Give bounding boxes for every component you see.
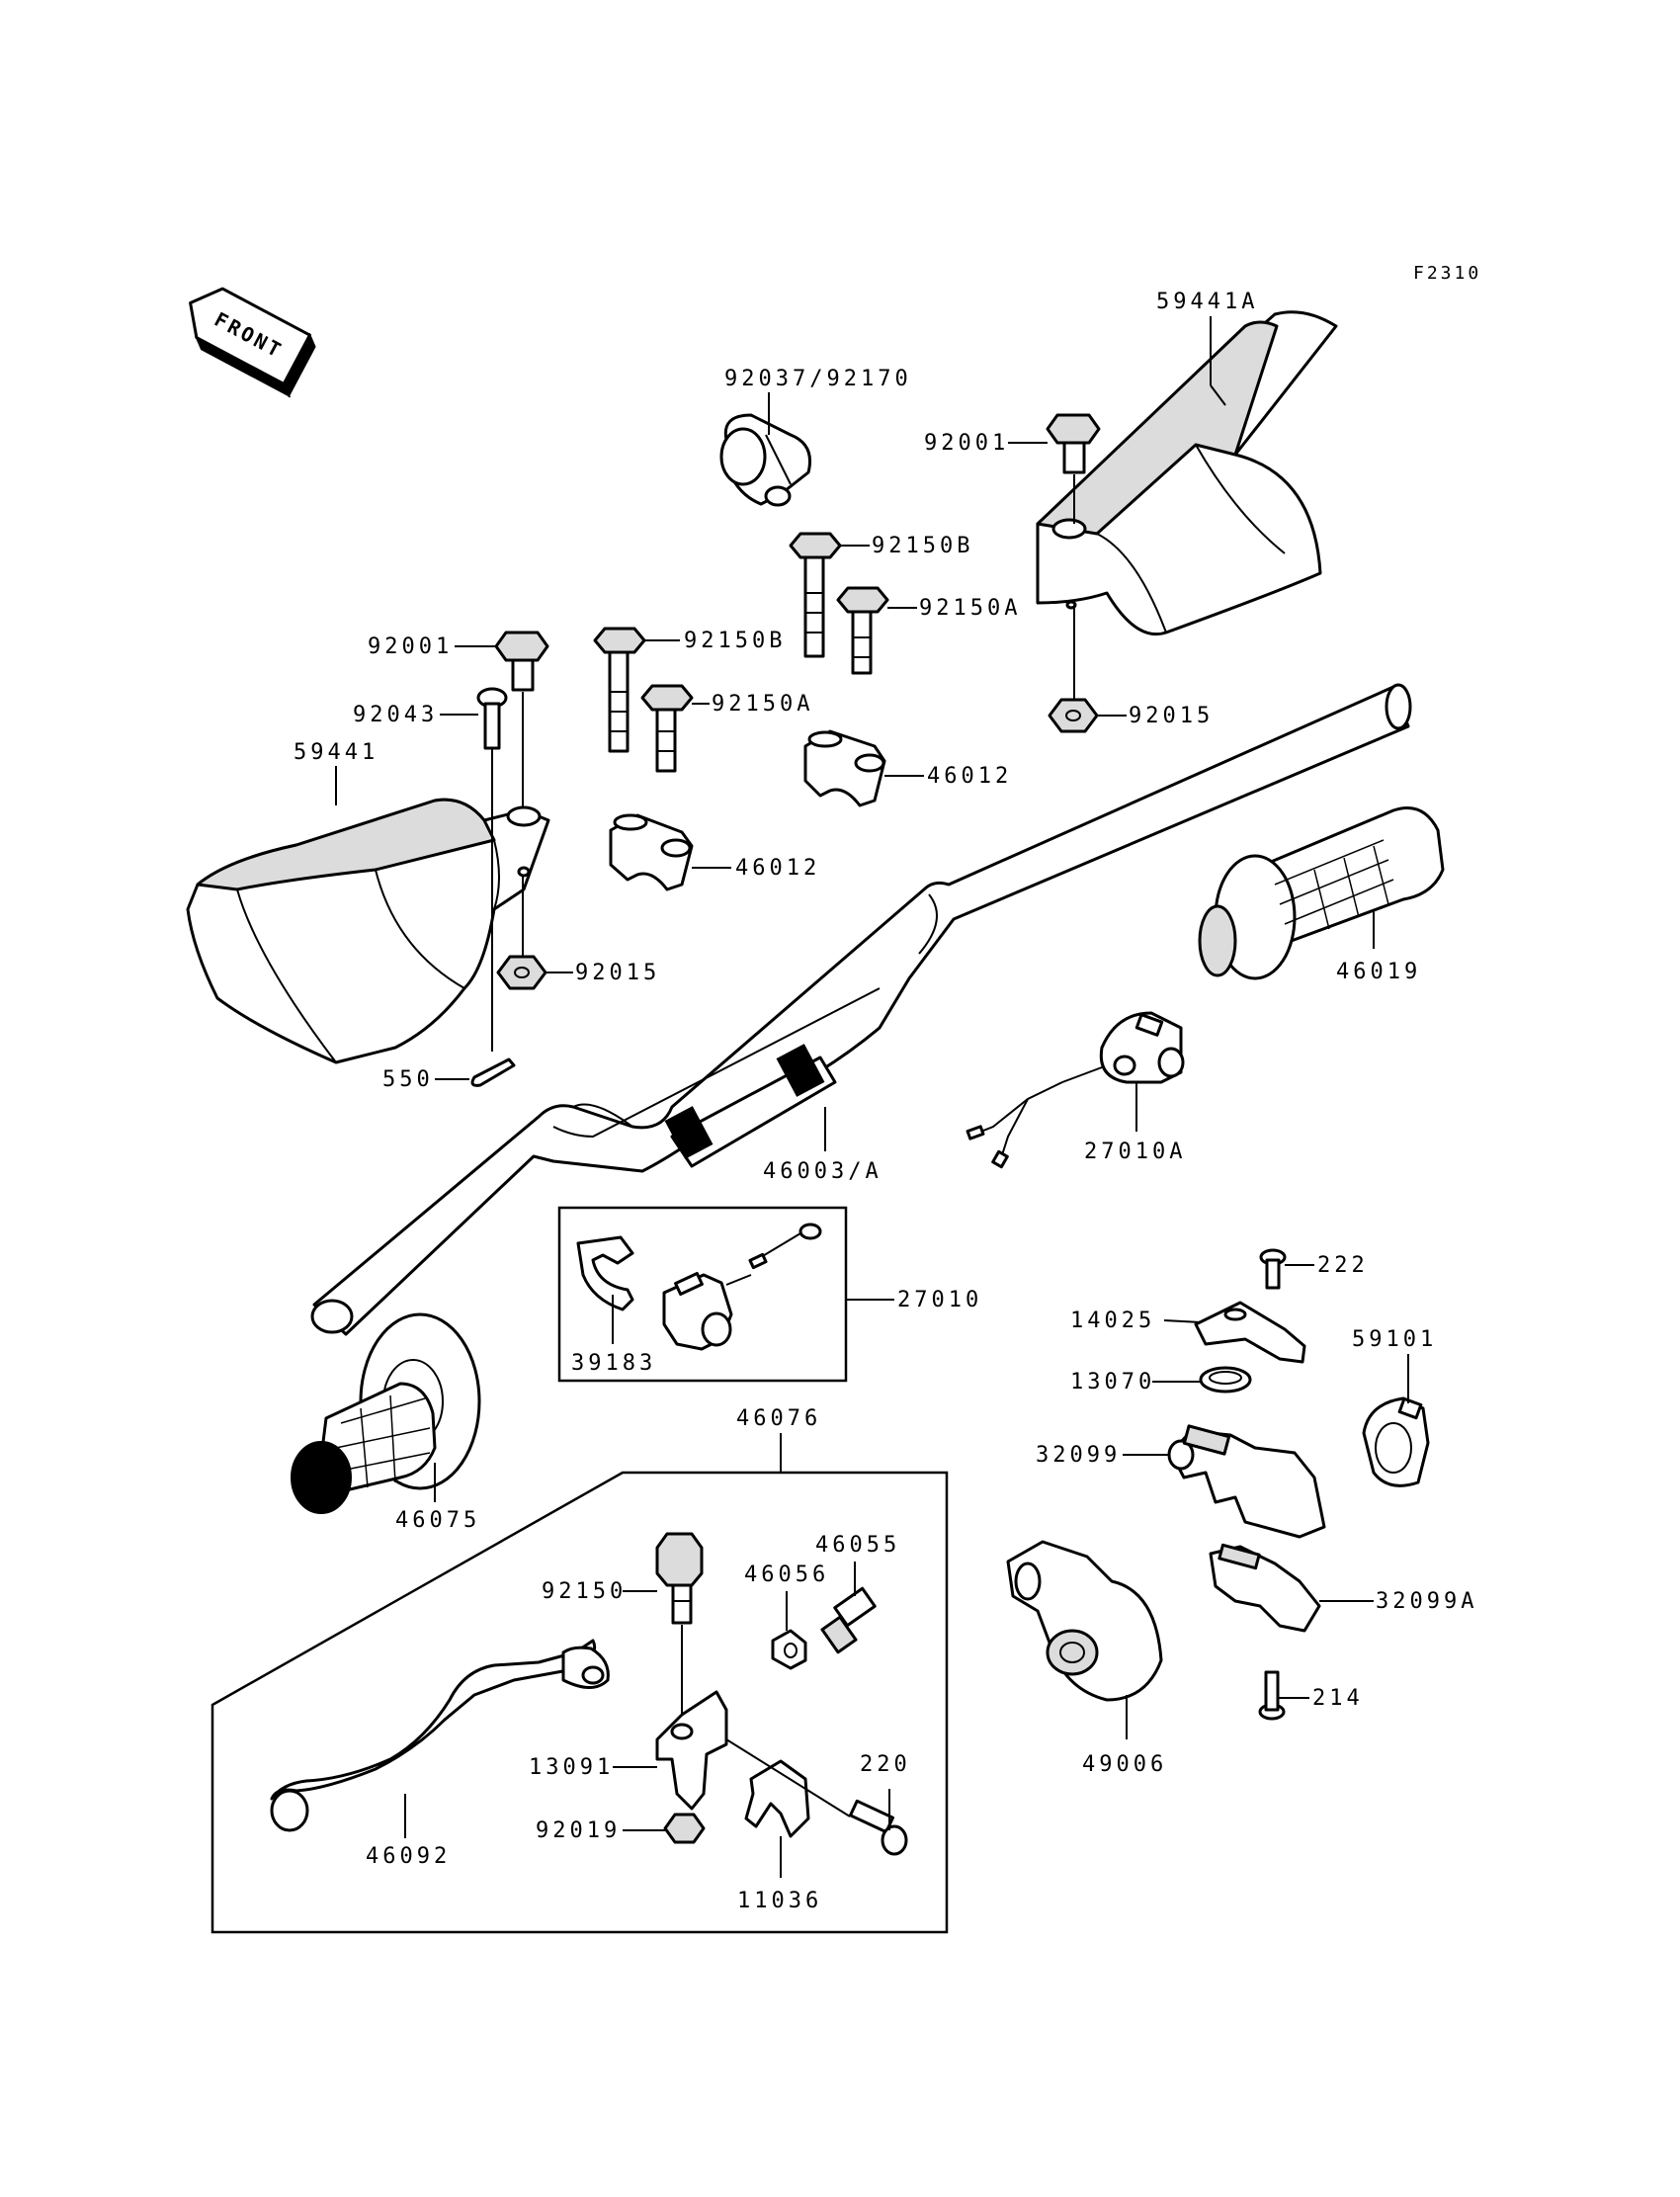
clamp-11036 [744, 1759, 810, 1838]
right-hand-guard [1036, 310, 1338, 636]
part-labels: 59441A 92037/92170 92001 92150B 92150A 9… [294, 290, 1477, 1913]
label-46012-top: 46012 [927, 764, 1012, 789]
label-46003-A: 46003/A [763, 1159, 882, 1184]
label-550: 550 [382, 1067, 434, 1092]
label-11036: 11036 [737, 1889, 822, 1913]
label-39183: 39183 [571, 1351, 656, 1376]
throttle-housing-32099 [1167, 1424, 1326, 1539]
label-46075: 46075 [395, 1508, 480, 1533]
left-grip-46075 [291, 1312, 481, 1514]
bolt-92001-left [494, 631, 549, 692]
cotter-pin-550 [470, 1057, 516, 1087]
label-92001-left: 92001 [368, 634, 453, 659]
bolt-92150B-top [789, 532, 842, 658]
switch-27010 [662, 1223, 822, 1351]
label-27010A: 27010A [1084, 1140, 1186, 1164]
cover-14025 [1194, 1301, 1306, 1364]
box-27010 [557, 1206, 848, 1383]
label-92015-top: 92015 [1129, 704, 1214, 728]
box-46076 [210, 1471, 949, 1934]
bolt-92150A-top [836, 586, 889, 675]
label-92015-left: 92015 [575, 961, 660, 985]
bolt-92150 [655, 1532, 704, 1625]
kill-switch-27010A [966, 1011, 1185, 1169]
label-13091: 13091 [529, 1755, 614, 1780]
label-46055: 46055 [815, 1533, 900, 1558]
label-92150A-left: 92150A [712, 692, 813, 717]
label-92019: 92019 [536, 1818, 621, 1843]
nut-92015-top [1048, 698, 1099, 733]
label-59441: 59441 [294, 740, 378, 765]
label-92150B-left: 92150B [684, 629, 786, 653]
label-92150A-top: 92150A [919, 596, 1021, 621]
label-92150: 92150 [542, 1579, 627, 1604]
label-92150B-top: 92150B [872, 534, 973, 558]
label-46012-left: 46012 [735, 856, 820, 881]
lever-holder-13091 [655, 1690, 728, 1811]
label-46056: 46056 [744, 1563, 829, 1587]
bolt-92150A-left [640, 684, 694, 773]
label-14025: 14025 [1070, 1309, 1155, 1333]
screw-220 [848, 1799, 908, 1856]
screw-222 [1259, 1248, 1287, 1290]
throttle-housing-lower-32099A [1209, 1543, 1321, 1633]
cable-guide-13070 [1199, 1366, 1252, 1394]
handlebar-clamp-46012-top [803, 729, 886, 807]
label-59441A: 59441A [1156, 290, 1258, 314]
handlebar-clamp-46012-left [609, 813, 694, 891]
bolt-92001-top [1046, 413, 1101, 474]
label-46076: 46076 [736, 1406, 821, 1431]
label-27010: 27010 [897, 1288, 982, 1312]
label-92037-92170: 92037/92170 [724, 367, 912, 391]
nut-92019 [663, 1813, 706, 1844]
label-46019: 46019 [1336, 960, 1421, 984]
left-hand-guard [186, 798, 550, 1064]
brake-lever-46092 [270, 1639, 610, 1832]
throttle-cam-59101 [1362, 1396, 1430, 1487]
label-49006: 49006 [1082, 1752, 1167, 1777]
screw-214 [1258, 1670, 1286, 1721]
label-222: 222 [1317, 1253, 1369, 1278]
label-92043: 92043 [353, 703, 438, 727]
label-32099A: 32099A [1376, 1589, 1477, 1614]
leader-lines [335, 316, 1409, 1878]
throttle-cover-49006 [1006, 1540, 1163, 1702]
front-direction-arrow-icon: FRONT [189, 287, 316, 398]
label-214: 214 [1312, 1686, 1364, 1711]
clamp-bracket-92037 [719, 413, 811, 507]
nut-92015-left [496, 955, 547, 990]
label-220: 220 [860, 1752, 911, 1777]
pin-92043 [476, 687, 508, 750]
label-92001-top: 92001 [924, 431, 1009, 456]
bolt-92150B-left [593, 627, 646, 753]
label-46092: 46092 [366, 1844, 451, 1869]
clamp-39183 [576, 1235, 634, 1311]
right-grip-46019 [1198, 806, 1445, 980]
label-13070: 13070 [1070, 1370, 1155, 1394]
label-32099: 32099 [1036, 1443, 1121, 1468]
crossbar-pad [664, 1044, 837, 1168]
adjuster-46056 [771, 1629, 807, 1670]
handlebar-46003 [310, 683, 1412, 1336]
label-59101: 59101 [1352, 1327, 1437, 1352]
figure-code: F2310 [1413, 263, 1481, 284]
adjuster-bolt-46055 [820, 1586, 877, 1654]
